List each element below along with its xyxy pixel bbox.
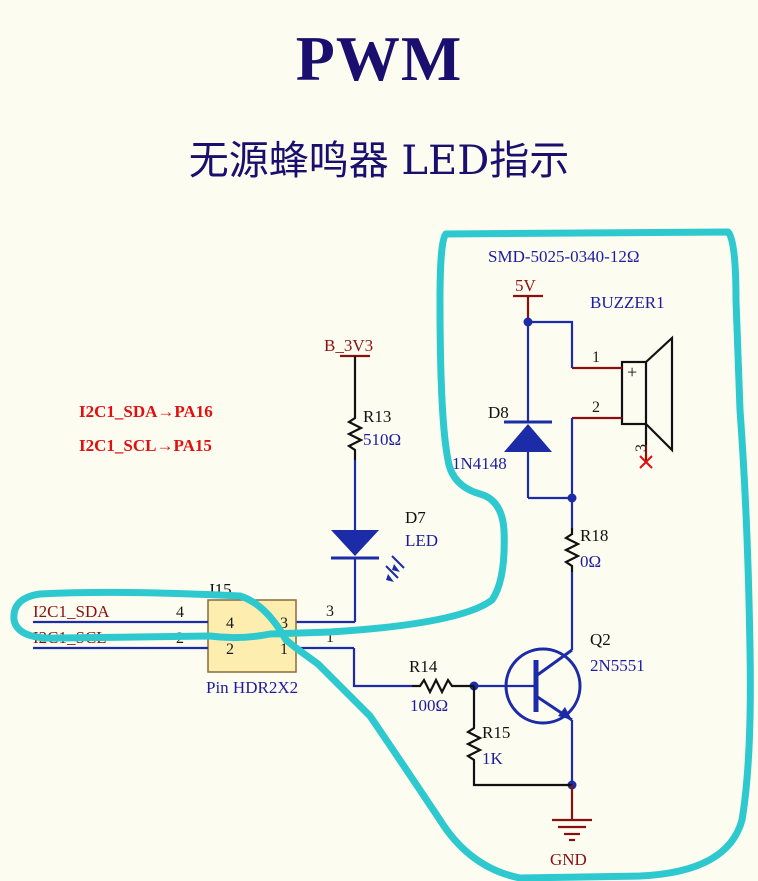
header-j15-pin1: 1 bbox=[280, 641, 288, 658]
j15-pin3-outer: 3 bbox=[326, 603, 334, 620]
led-d7-ref: D7 bbox=[405, 508, 426, 527]
led-d7-symbol bbox=[331, 530, 405, 582]
resistor-r14-ref: R14 bbox=[409, 657, 438, 676]
wire-j15-r14 bbox=[352, 648, 412, 688]
buzzer-pin1: 1 bbox=[592, 349, 600, 366]
junction-buzzer-node bbox=[567, 493, 577, 503]
resistor-r15-value: 1K bbox=[482, 749, 504, 768]
led-d7-value: LED bbox=[405, 531, 438, 550]
resistor-r14-value: 100Ω bbox=[410, 696, 448, 715]
no-connect-mark bbox=[639, 455, 653, 469]
resistor-r13-value: 510Ω bbox=[363, 430, 401, 449]
header-j15-pin2: 2 bbox=[226, 641, 234, 658]
transistor-q2-value: 2N5551 bbox=[590, 656, 645, 675]
resistor-r13-symbol bbox=[346, 412, 364, 460]
page-title: PWM bbox=[295, 23, 463, 94]
resistor-r18-symbol bbox=[563, 528, 581, 572]
junction-5v bbox=[523, 317, 533, 327]
note-sda-mapping: I2C1_SDA→PA16 bbox=[79, 402, 213, 421]
power-5v-label: 5V bbox=[515, 276, 537, 295]
gnd-label: GND bbox=[550, 850, 587, 869]
buzzer-plus-sign: + bbox=[627, 362, 637, 382]
buzzer-symbol: + bbox=[620, 335, 674, 453]
resistor-r15-ref: R15 bbox=[482, 723, 510, 742]
wire-5v-buzzer bbox=[528, 320, 574, 368]
page-subtitle: 无源蜂鸣器 LED指示 bbox=[188, 138, 570, 184]
resistor-r13-ref: R13 bbox=[363, 407, 391, 426]
resistor-r14-symbol bbox=[412, 677, 474, 695]
buzzer-pin3: 3 bbox=[633, 444, 650, 452]
j15-pin1-outer: 1 bbox=[326, 629, 334, 646]
header-j15-pin3: 3 bbox=[280, 615, 288, 632]
resistor-r18-value: 0Ω bbox=[580, 552, 601, 571]
net-sda-pin: 4 bbox=[176, 604, 184, 621]
highlight-buzzer-circuit bbox=[282, 228, 754, 881]
net-sda-label: I2C1_SDA bbox=[33, 602, 110, 621]
diode-d8-value: 1N4148 bbox=[452, 454, 507, 473]
note-scl-mapping: I2C1_SCL→PA15 bbox=[79, 436, 212, 455]
power-3v3-label: B_3V3 bbox=[324, 336, 373, 355]
buzzer-part-label: SMD-5025-0340-12Ω bbox=[488, 247, 639, 266]
diode-d8-ref: D8 bbox=[488, 403, 509, 422]
header-j15-value: Pin HDR2X2 bbox=[206, 678, 298, 697]
transistor-q2-ref: Q2 bbox=[590, 630, 611, 649]
highlight-i2c-connection bbox=[10, 230, 508, 644]
resistor-r15-symbol bbox=[465, 686, 572, 787]
diode-d8-symbol bbox=[504, 420, 552, 452]
resistor-r18-ref: R18 bbox=[580, 526, 608, 545]
buzzer-pin2: 2 bbox=[592, 399, 600, 416]
header-j15-pin4: 4 bbox=[226, 615, 234, 632]
ground-symbol bbox=[552, 818, 592, 842]
buzzer-ref-label: BUZZER1 bbox=[590, 293, 665, 312]
